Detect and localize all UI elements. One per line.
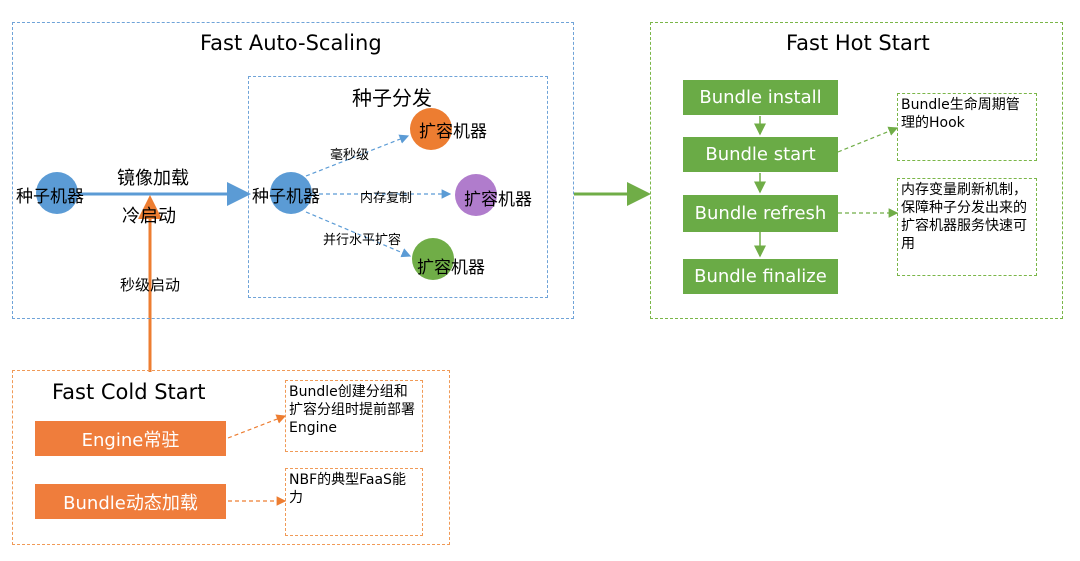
hot-note-lifecycle: Bundle生命周期管理的Hook (897, 93, 1037, 161)
seed-distribution-frame (248, 76, 548, 298)
auto-scaling-frame (12, 22, 574, 319)
seed-machine-circle (36, 172, 78, 214)
hot-start-title: Fast Hot Start (786, 31, 930, 55)
engine-resident-step: Engine常驻 (35, 421, 226, 456)
cold-note-faas: NBF的典型FaaS能力 (285, 468, 423, 536)
hot-start-frame (650, 22, 1063, 319)
dist-seed-circle (270, 172, 312, 214)
mirror-load-label: 镜像加载 (117, 168, 189, 189)
bundle-install-step: Bundle install (683, 80, 838, 115)
parallel-arrow (305, 211, 412, 258)
expand-mid-label: 扩容机器 (464, 190, 532, 210)
expand-mid-circle (455, 174, 497, 216)
cold-note-engine: Bundle创建分组和扩容分组时提前部署Engine (285, 380, 423, 452)
memcopy-label: 内存复制 (360, 191, 413, 206)
hot-note1-arrow (837, 126, 899, 153)
hot-note-memory: 内存变量刷新机制，保障种子分发出来的扩容机器服务快速可用 (897, 178, 1037, 276)
bundle-dynamic-load-step: Bundle动态加载 (35, 484, 226, 519)
cold-start-frame (12, 370, 450, 545)
parallel-label: 并行水平扩容 (323, 233, 402, 248)
bundle-start-step: Bundle start (683, 137, 838, 172)
cold-start-label: 冷启动 (122, 206, 176, 227)
ms-label: 毫秒级 (330, 148, 370, 163)
cold-note-engine-text: Bundle创建分组和扩容分组时提前部署Engine (289, 384, 415, 436)
seed-distribution-title: 种子分发 (352, 86, 432, 110)
bundle-finalize-step: Bundle finalize (683, 259, 838, 294)
expand-bottom-circle (412, 238, 454, 280)
seconds-start-label: 秒级启动 (120, 276, 181, 294)
bundle-refresh-step: Bundle refresh (683, 195, 838, 232)
ms-arrow (305, 134, 410, 177)
hot-note-lifecycle-text: Bundle生命周期管理的Hook (901, 97, 1020, 131)
hot-note-memory-text: 内存变量刷新机制，保障种子分发出来的扩容机器服务快速可用 (901, 182, 1027, 252)
seed-machine-label: 种子机器 (16, 187, 84, 207)
expand-top-label: 扩容机器 (419, 122, 487, 142)
auto-scaling-title: Fast Auto-Scaling (200, 31, 382, 55)
cold-note-faas-text: NBF的典型FaaS能力 (289, 472, 406, 506)
cold-start-title: Fast Cold Start (52, 380, 206, 404)
cold-note1-arrow (227, 414, 287, 439)
dist-seed-label: 种子机器 (252, 187, 320, 207)
expand-bottom-label: 扩容机器 (417, 258, 485, 278)
expand-top-circle (410, 108, 452, 150)
